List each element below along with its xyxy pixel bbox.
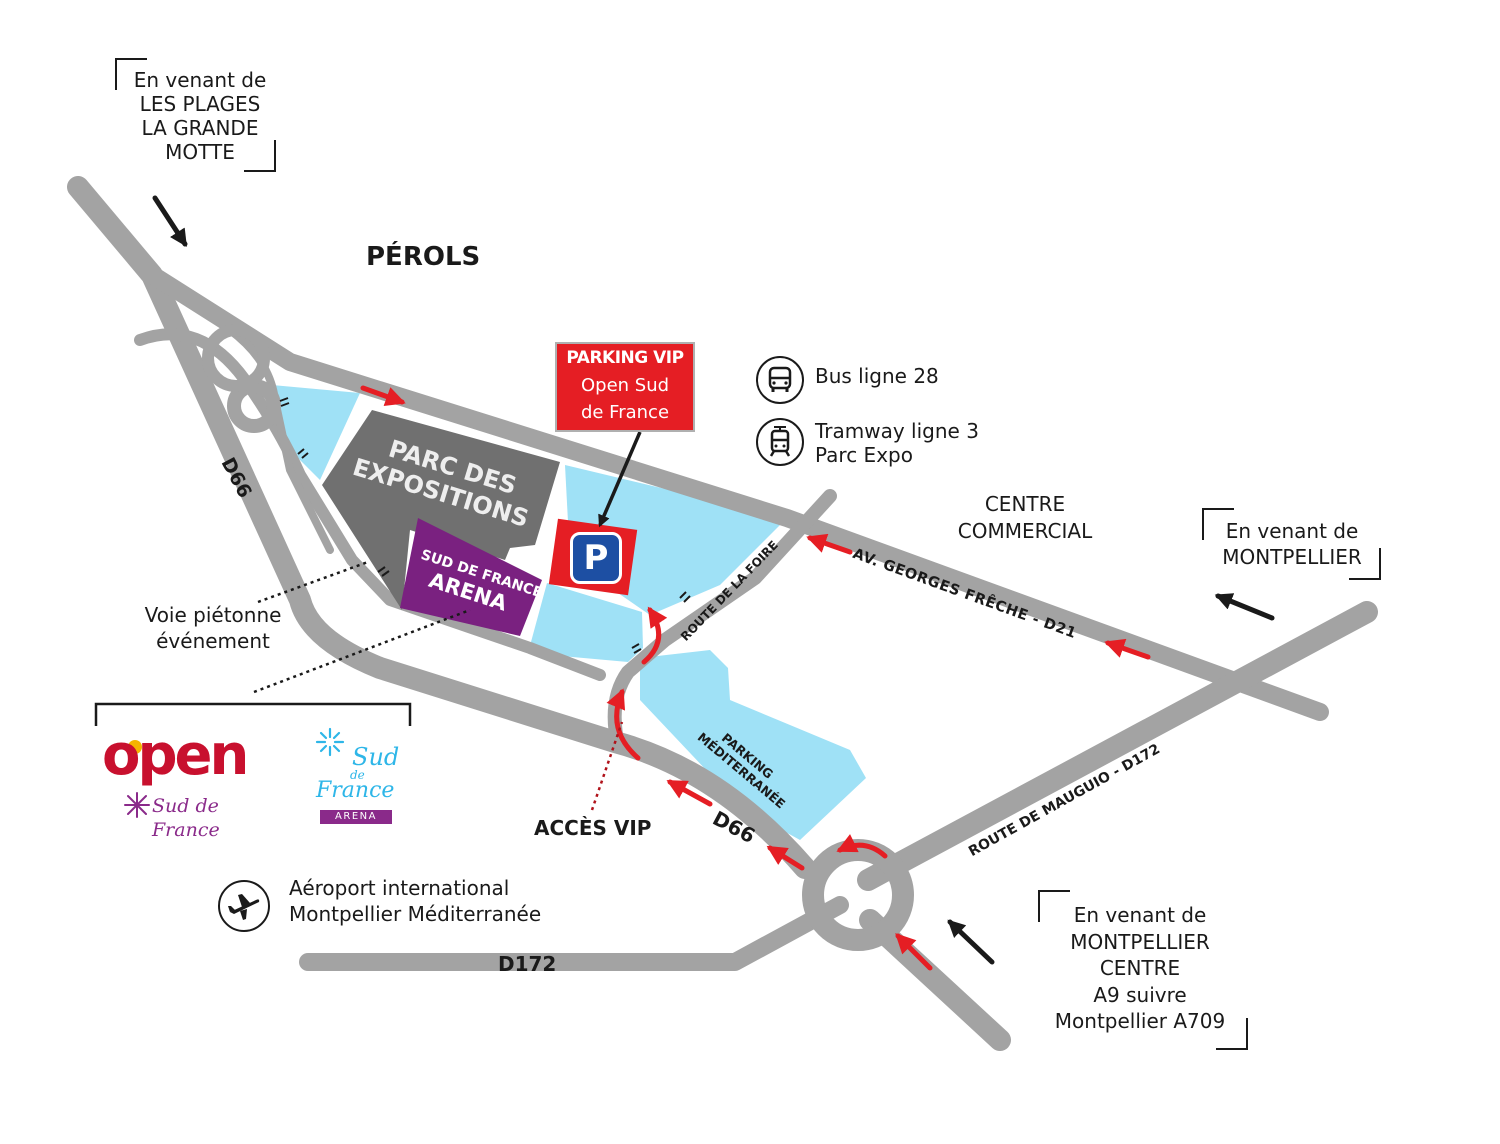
tram-label-line: Parc Expo: [815, 443, 913, 467]
open-logo-tagline: Sud de France: [152, 795, 220, 841]
parking-area-mediterranee: [640, 650, 866, 840]
parc-des-expositions-building: [322, 410, 560, 610]
road-d172: [299, 896, 849, 971]
arena-logo-badge: ARENA: [320, 810, 392, 824]
open-sud-de-france-logo: open Sud de France: [100, 723, 280, 842]
approach-arrow-montpellier-centre: [947, 919, 995, 965]
voie-pietonne-line: événement: [156, 629, 270, 653]
origin-plages-line: MOTTE: [165, 140, 235, 164]
roundabout-north-upper: [202, 324, 270, 392]
parking-area-west: [272, 385, 360, 480]
origin-montpellier-line: En venant de: [1225, 519, 1359, 543]
roundabout-d172: [802, 839, 914, 951]
parking-symbol: P: [570, 532, 622, 584]
parking-vip-line: de France: [580, 402, 670, 423]
approach-arrow-montpellier: [1214, 593, 1275, 621]
arrow-d66-2: [766, 845, 805, 871]
open-logo-dot: [128, 740, 142, 754]
arena-building: [400, 518, 542, 636]
origin-montpellier-line: MONTPELLIER: [1222, 545, 1362, 569]
origin-plages-line: En venant de: [133, 68, 267, 92]
origin-montpellier: En venant de MONTPELLIER: [1208, 518, 1376, 570]
bracket-corner: [1349, 548, 1381, 580]
airport-label-line: Montpellier Méditerranée: [289, 902, 542, 926]
tram-label: Tramway ligne 3 Parc Expo: [815, 419, 979, 467]
bus-label: Bus ligne 28: [815, 364, 939, 388]
origin-montpellier-centre-line: En venant de: [1073, 903, 1207, 927]
crossing-marks: [279, 397, 691, 654]
place-centre-commercial-line: CENTRE: [984, 492, 1066, 516]
arrow-vip-turn: [641, 606, 668, 665]
road-south: [859, 909, 1011, 1051]
airplane-icon: [218, 880, 270, 932]
approach-arrows: [152, 195, 1275, 965]
parking-vip-title: PARKING VIP: [566, 348, 684, 368]
place-centre-commercial-line: COMMERCIAL: [957, 519, 1093, 543]
bracket-corner: [244, 140, 276, 172]
arena-logo-script: Sud: [352, 743, 400, 771]
origin-montpellier-centre-line: CENTRE: [1099, 956, 1181, 980]
bracket-corner: [115, 58, 147, 90]
parking-vip-line: Open Sud: [580, 375, 670, 396]
origin-plages-line: LES PLAGES: [139, 92, 261, 116]
bracket-corner: [1038, 890, 1070, 922]
origin-montpellier-centre-line: MONTPELLIER: [1070, 929, 1210, 954]
parking-vip-label: PARKING VIP Open Sud de France: [557, 344, 693, 430]
road-label-d172: D172: [498, 952, 557, 976]
voie-pietonne-label: Voie piétonne événement: [128, 602, 298, 654]
parking-area-south: [528, 583, 643, 662]
airport-label: Aéroport international Montpellier Médit…: [289, 875, 541, 927]
arrow-north-road: [360, 385, 406, 407]
bracket-corner: [1202, 508, 1234, 540]
arrow-av-freche-1: [806, 533, 853, 555]
logo-bracket: [94, 702, 412, 726]
arrow-d66-1: [666, 779, 713, 807]
vip-pointer-line: [598, 431, 642, 528]
approach-arrow-plages: [152, 195, 188, 247]
origin-montpellier-centre-line: Montpellier A709: [1054, 1009, 1226, 1033]
bus-icon: [756, 356, 804, 404]
roundabout-north: [227, 379, 281, 433]
origin-plages: En venant de LES PLAGES LA GRANDE MOTTE: [120, 68, 280, 164]
voie-pietonne-leader: [257, 560, 369, 604]
traffic-direction-arrows: [360, 385, 1151, 971]
tram-icon: [756, 418, 804, 466]
voie-pietonne-line: Voie piétonne: [144, 603, 282, 627]
origin-montpellier-centre-line: A9 suivre: [1093, 982, 1187, 1007]
sud-de-france-arena-logo: Sud de France ARENA: [312, 724, 408, 828]
tram-label-line: Tramway ligne 3: [815, 419, 979, 443]
road-network: [67, 176, 1378, 1051]
place-perols: PÉROLS: [366, 242, 481, 272]
road-route-de-mauguio: [857, 601, 1378, 891]
acces-vip-leader: [590, 721, 624, 811]
arrow-vip-access: [606, 688, 641, 761]
origin-montpellier-centre: En venant de MONTPELLIER CENTRE A9 suivr…: [1040, 902, 1240, 1035]
arrow-south-entry: [895, 933, 933, 971]
arrow-roundabout: [836, 834, 888, 859]
arena-logo-script: France: [316, 778, 395, 803]
road-north: [139, 263, 1329, 721]
open-logo-word: open: [102, 723, 249, 788]
acces-vip-label: ACCÈS VIP: [534, 816, 652, 840]
arrow-av-freche-2: [1104, 638, 1151, 660]
sparkle-icon: [122, 790, 152, 820]
place-centre-commercial: CENTRE COMMERCIAL: [940, 491, 1110, 545]
airport-label-line: Aéroport international: [289, 876, 510, 900]
bracket-corner: [1216, 1018, 1248, 1050]
arena-logo-script: de: [350, 768, 365, 782]
origin-plages-line: LA GRANDE: [141, 116, 259, 140]
sun-icon: [314, 726, 346, 758]
